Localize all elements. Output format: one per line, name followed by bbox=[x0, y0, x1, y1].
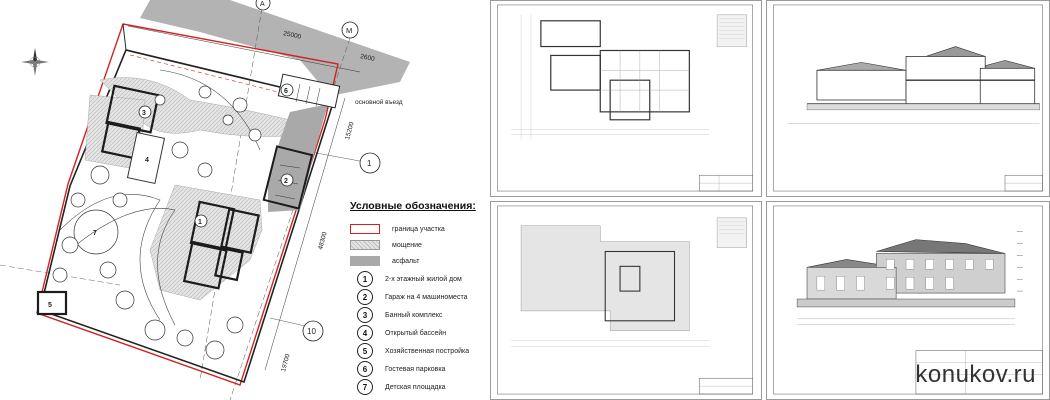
legend-number: 7 bbox=[357, 379, 373, 395]
sheet-floor-plan-1 bbox=[490, 0, 762, 197]
legend-number: 5 bbox=[357, 343, 373, 359]
legend-item-1: 1 2-х этажный жилой дом bbox=[350, 271, 462, 287]
grid-marker-1: 1 bbox=[367, 159, 372, 168]
legend-title: Условные обозначения: bbox=[350, 200, 476, 212]
legend-item-5: 5 Хозяйственная постройка bbox=[350, 343, 470, 359]
legend-item-4: 4 Открытый бассейн bbox=[350, 325, 447, 341]
building-main-house bbox=[182, 200, 260, 290]
legend-item-label: Банный комплекс bbox=[385, 311, 443, 319]
legend-boundary-label: граница участка bbox=[392, 225, 445, 233]
asphalt-drive bbox=[268, 104, 328, 212]
legend-asphalt-label: асфальт bbox=[392, 257, 420, 265]
legend-item-label: Хозяйственная постройка bbox=[385, 347, 470, 355]
building-number-2: 2 bbox=[284, 178, 288, 185]
playground bbox=[73, 209, 119, 255]
dim-right-top: 2600 bbox=[360, 53, 376, 63]
legend-item-label: Открытый бассейн bbox=[385, 329, 447, 337]
legend-boundary: граница участка bbox=[350, 222, 445, 236]
legend-item-label: Детская площадка bbox=[385, 383, 446, 391]
legend-item-label: Гостевая парковка bbox=[385, 365, 446, 373]
legend-item-6: 6 Гостевая парковка bbox=[350, 361, 446, 377]
asphalt-swatch bbox=[350, 256, 380, 266]
north-arrow-icon bbox=[21, 48, 49, 76]
boundary-swatch bbox=[350, 224, 380, 234]
dim-right-1: 15200 bbox=[344, 121, 356, 141]
entrance-label: основной въезд bbox=[355, 98, 403, 106]
legend-item-7: 7 Детская площадка bbox=[350, 379, 446, 395]
building-number-6: 6 bbox=[284, 88, 288, 95]
sheet-section bbox=[766, 0, 1050, 197]
legend-item-2: 2 Гараж на 4 машиноместа bbox=[350, 289, 468, 305]
building-number-5: 5 bbox=[48, 302, 52, 309]
legend: Условные обозначения: граница участка мо… bbox=[350, 200, 490, 395]
grid-marker-m: M bbox=[346, 26, 352, 35]
legend-paving: мощение bbox=[350, 238, 422, 252]
site-plan: 25000 2600 15200 48300 19700 A M 1 10 bbox=[0, 0, 410, 400]
sheet-floor-plan-2 bbox=[490, 201, 762, 400]
building-garage bbox=[262, 145, 314, 210]
tree-icons bbox=[52, 85, 262, 360]
legend-item-label: 2-х этажный жилой дом bbox=[385, 275, 462, 283]
grid-marker-10: 10 bbox=[307, 327, 316, 336]
dim-right-3: 19700 bbox=[280, 353, 292, 373]
building-number-4: 4 bbox=[145, 157, 149, 164]
dim-top-width: 25000 bbox=[283, 30, 303, 41]
paving-swatch bbox=[350, 240, 380, 250]
legend-number: 3 bbox=[357, 307, 373, 323]
building-number-7: 7 bbox=[93, 230, 97, 237]
legend-item-3: 3 Банный комплекс bbox=[350, 307, 443, 323]
legend-asphalt: асфальт bbox=[350, 254, 419, 268]
building-number-3: 3 bbox=[142, 110, 146, 117]
watermark: konukov.ru bbox=[915, 361, 1036, 388]
dim-right-2: 48300 bbox=[317, 231, 329, 251]
legend-item-label: Гараж на 4 машиноместа bbox=[385, 293, 468, 301]
legend-number: 6 bbox=[357, 361, 373, 377]
legend-number: 1 bbox=[357, 271, 373, 287]
grid-marker-a: A bbox=[260, 1, 265, 8]
building-number-1: 1 bbox=[198, 219, 202, 226]
utility-building bbox=[36, 290, 68, 316]
legend-paving-label: мощение bbox=[392, 241, 422, 249]
legend-number: 4 bbox=[357, 325, 373, 341]
outdoor-pool bbox=[126, 131, 166, 185]
sheet-facade bbox=[766, 201, 1050, 400]
site-boundary bbox=[36, 23, 339, 386]
legend-number: 2 bbox=[357, 289, 373, 305]
